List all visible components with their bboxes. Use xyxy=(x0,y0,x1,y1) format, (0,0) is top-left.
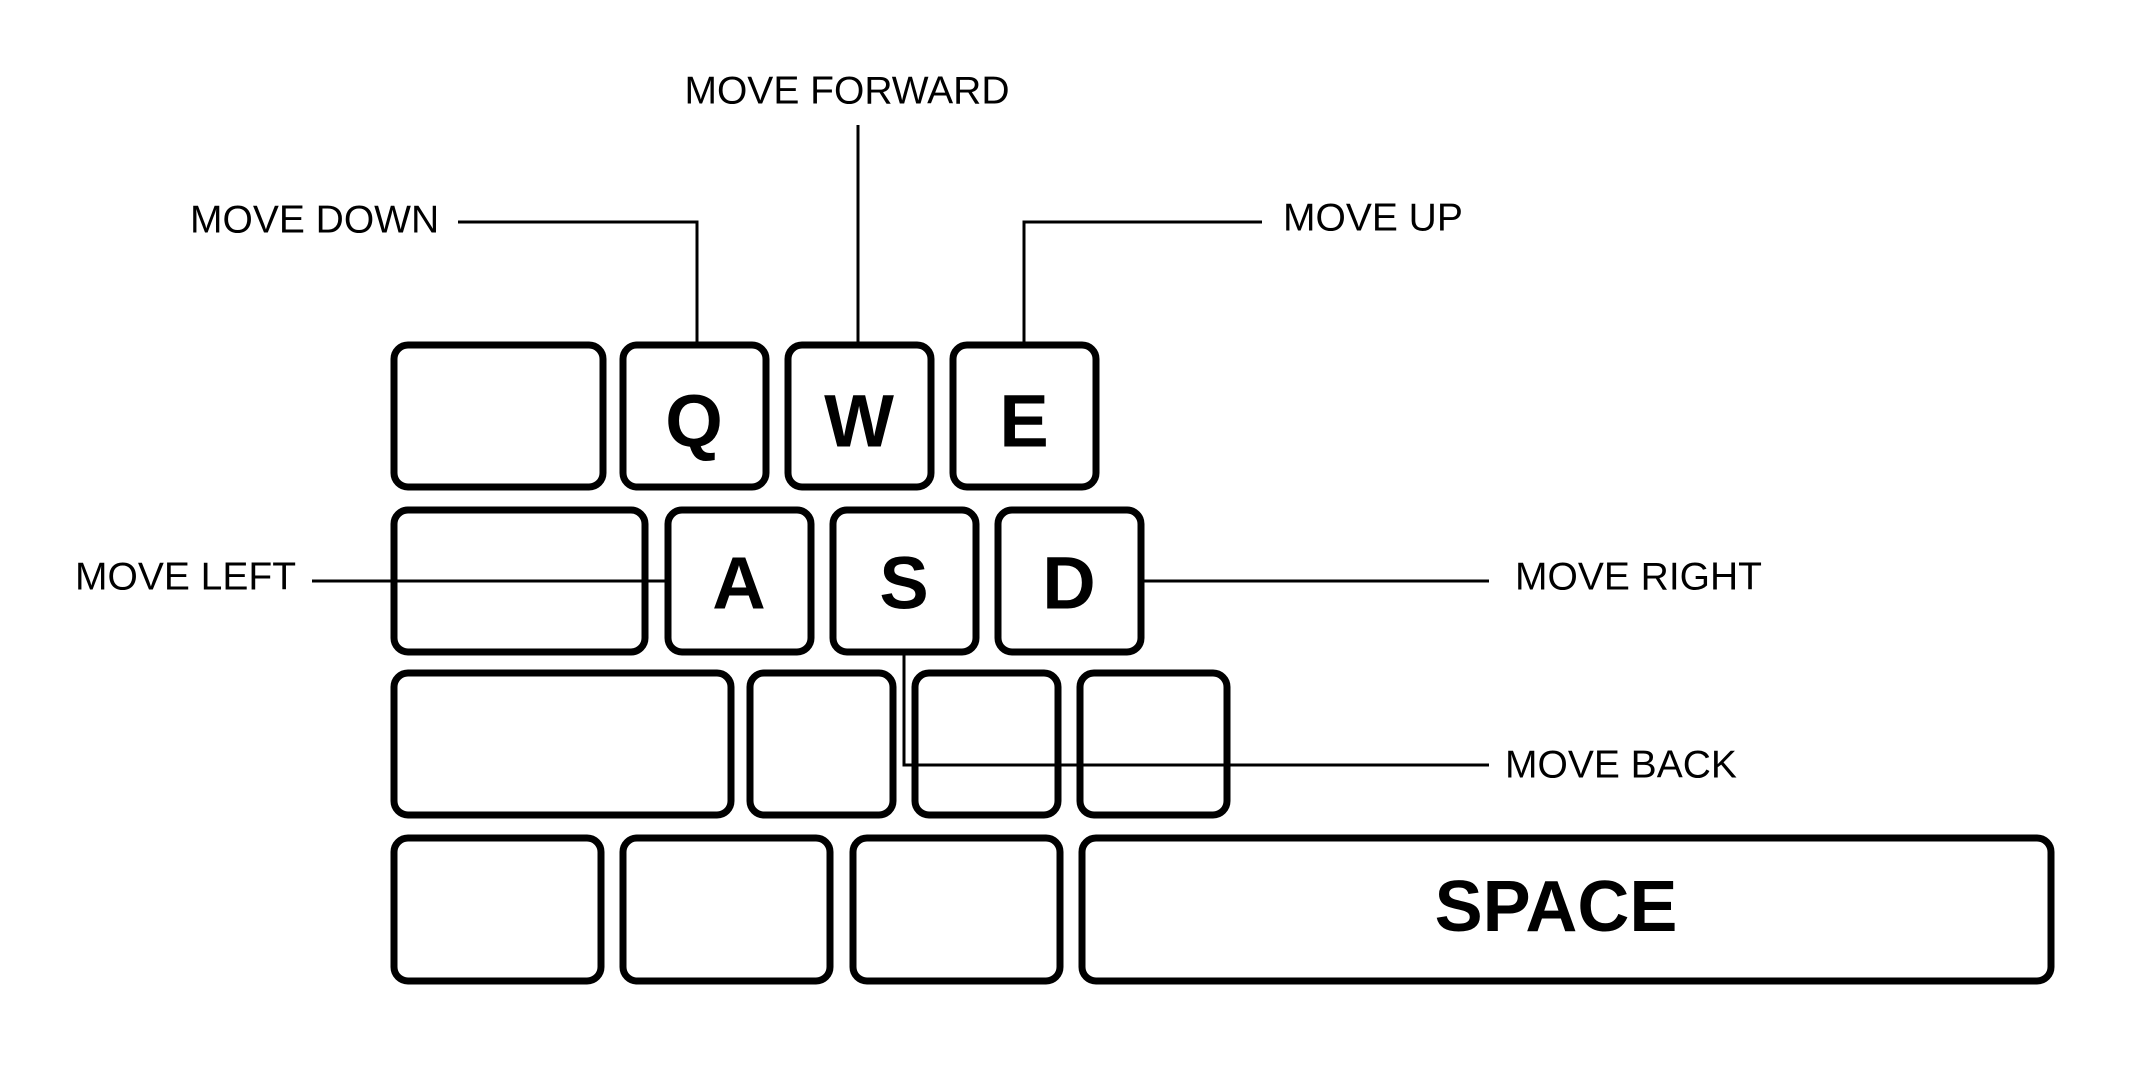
key-d-label: D xyxy=(1042,542,1095,625)
key-w-label: W xyxy=(824,380,894,463)
leader-move-back xyxy=(902,654,1489,767)
key-blank-row4-3 xyxy=(849,834,1064,985)
label-move-down: MOVE DOWN xyxy=(190,199,439,242)
key-a: A xyxy=(664,506,815,656)
label-move-forward: MOVE FORWARD xyxy=(684,70,1009,113)
key-a-label: A xyxy=(712,542,765,625)
key-blank-row3-1 xyxy=(390,669,735,819)
label-move-left: MOVE LEFT xyxy=(75,556,296,599)
key-blank-row4-1 xyxy=(390,834,605,985)
key-d: D xyxy=(994,506,1145,656)
label-move-back: MOVE BACK xyxy=(1505,744,1737,787)
key-blank-row1-1 xyxy=(390,341,607,491)
key-space: SPACE xyxy=(1078,834,2055,985)
label-move-right: MOVE RIGHT xyxy=(1515,556,1762,599)
key-blank-row3-4 xyxy=(1076,669,1231,819)
key-blank-row4-2 xyxy=(619,834,834,985)
key-w: W xyxy=(784,341,935,491)
key-blank-row3-3 xyxy=(911,669,1062,819)
leader-move-up xyxy=(1022,220,1262,343)
key-e-label: E xyxy=(999,380,1048,463)
key-s-label: S xyxy=(879,542,928,625)
label-move-up: MOVE UP xyxy=(1283,197,1463,240)
key-e: E xyxy=(949,341,1100,491)
key-q-label: Q xyxy=(665,380,723,463)
key-q: Q xyxy=(619,341,770,491)
key-s: S xyxy=(829,506,980,656)
key-blank-row3-2 xyxy=(746,669,897,819)
leader-move-down xyxy=(458,220,699,343)
key-space-label: SPACE xyxy=(1435,867,1678,947)
